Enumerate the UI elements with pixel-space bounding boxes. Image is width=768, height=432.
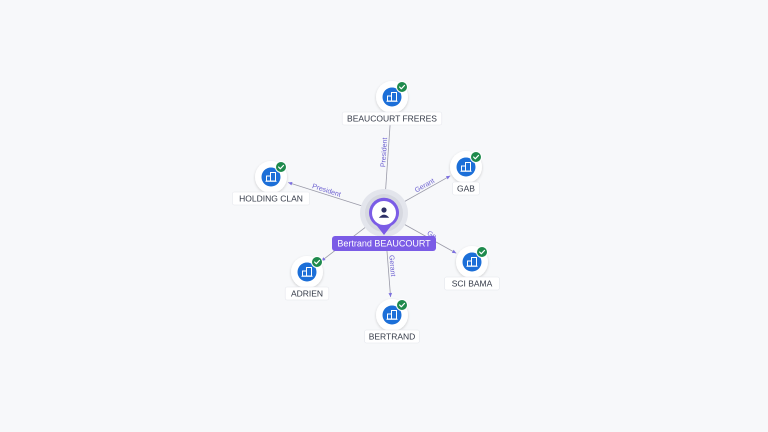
company-name-tag xyxy=(341,111,443,126)
company-node-sci-bama[interactable]: SCI BAMA xyxy=(444,246,500,291)
building-icon xyxy=(466,257,478,267)
company-name-label: BERTRAND xyxy=(369,332,416,342)
verified-check-icon xyxy=(476,246,488,258)
company-node-gab[interactable]: GAB xyxy=(450,151,482,196)
relation-role-label: Gerant xyxy=(387,255,396,277)
verified-check-icon xyxy=(396,299,408,311)
company-node-holding-clan[interactable]: HOLDING CLAN xyxy=(232,161,310,206)
verified-check-icon xyxy=(470,151,482,163)
company-name-tag xyxy=(284,286,330,301)
relation-edge-line xyxy=(384,114,392,194)
relation-role-label: President xyxy=(311,183,341,199)
person-pin-face xyxy=(372,201,396,225)
person-icon xyxy=(378,207,390,218)
center-person-node[interactable]: Bertrand BEAUCOURT xyxy=(332,189,436,251)
relation-role-label: Ge xyxy=(426,230,438,241)
building-icon xyxy=(386,310,398,320)
relation-edge-line xyxy=(288,182,366,208)
edges-layer: PresidentGerantPresidentGeGGerant xyxy=(288,114,457,298)
building-icon xyxy=(301,267,313,277)
company-node-beaucourt-freres[interactable]: BEAUCOURT FRERES xyxy=(341,81,443,126)
company-name-label: HOLDING CLAN xyxy=(239,194,303,204)
relation-role-label: President xyxy=(380,137,389,167)
arrow-head-icon xyxy=(445,175,451,180)
company-name-tag xyxy=(444,276,500,291)
person-name-tag xyxy=(332,236,436,251)
nodes-layer: BEAUCOURT FRERES GAB HOLDING CLAN SCI BAMA A… xyxy=(232,81,500,344)
company-node-bertrand[interactable]: BERTRAND xyxy=(364,299,420,344)
building-icon xyxy=(265,172,277,182)
arrow-head-icon xyxy=(388,292,393,298)
verified-check-icon xyxy=(396,81,408,93)
verified-check-icon xyxy=(275,161,287,173)
verified-check-icon xyxy=(311,256,323,268)
company-name-tag xyxy=(232,191,310,206)
relation-edge-line xyxy=(401,175,451,204)
company-name-label: SCI BAMA xyxy=(452,279,493,289)
company-name-label: GAB xyxy=(457,184,475,194)
company-name-tag xyxy=(452,181,480,196)
arrow-head-icon xyxy=(451,249,457,254)
company-node-adrien[interactable]: ADRIEN xyxy=(284,256,330,301)
person-name-label: Bertrand BEAUCOURT xyxy=(337,239,431,249)
relation-edge: Gerant xyxy=(401,175,451,204)
company-name-label: ADRIEN xyxy=(291,289,323,299)
company-name-tag xyxy=(364,329,420,344)
relation-edge: President xyxy=(380,114,393,194)
company-name-label: BEAUCOURT FRERES xyxy=(347,114,437,124)
building-icon xyxy=(386,92,398,102)
arrow-head-icon xyxy=(288,181,293,186)
building-icon xyxy=(460,162,472,172)
